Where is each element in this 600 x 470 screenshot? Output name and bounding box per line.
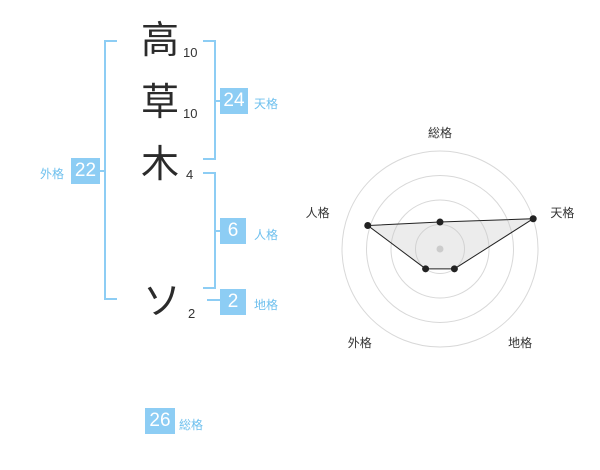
name-char-3: 木 — [141, 142, 180, 186]
gaikaku-label: 外格 — [40, 167, 65, 181]
stroke-count-3: 4 — [186, 167, 194, 182]
tenkaku-label: 天格 — [254, 97, 279, 111]
stroke-count-1: 10 — [183, 45, 198, 60]
radar-point-2 — [529, 215, 537, 223]
radar-polygon — [366, 218, 536, 270]
name-char-4: ソ — [143, 279, 182, 323]
radar-ring-3 — [366, 175, 514, 323]
radar-point-5 — [364, 222, 372, 230]
radar-center-point — [436, 245, 444, 253]
chikaku-label: 地格 — [254, 298, 279, 312]
radar-axis-label-3: 地格 — [508, 335, 532, 350]
radar-points — [364, 215, 537, 273]
tenkaku-badge: 24 — [220, 88, 248, 114]
radar-rings — [341, 150, 539, 348]
radar-point-4 — [422, 265, 430, 273]
radar-axis-label-2: 天格 — [550, 205, 574, 220]
radar-point-1 — [436, 218, 444, 226]
gaikaku-badge: 22 — [71, 158, 100, 184]
radar-axis-label-5: 人格 — [306, 205, 330, 220]
jinkaku-bracket-tick — [215, 230, 222, 232]
chikaku-bracket-tick — [207, 299, 222, 301]
radar-ring-4 — [341, 150, 539, 348]
jinkaku-label: 人格 — [254, 228, 279, 242]
gaikaku-bracket-tick — [97, 170, 105, 172]
stroke-count-4: 2 — [188, 306, 196, 321]
gaikaku-bracket — [104, 40, 117, 300]
radar-ring-2 — [390, 199, 490, 299]
radar-polygon-group — [366, 218, 536, 270]
tenkaku-bracket-tick — [215, 100, 222, 102]
radar-axis-label-1: 総格 — [428, 125, 452, 140]
name-char-1: 高 — [141, 18, 180, 62]
soukaku-label: 総格 — [179, 418, 204, 432]
radar-point-3 — [450, 265, 458, 273]
radar-axis-label-4: 外格 — [348, 335, 372, 350]
soukaku-badge: 26 — [145, 408, 175, 434]
stroke-count-2: 10 — [183, 106, 198, 121]
chikaku-badge: 2 — [220, 289, 246, 315]
jinkaku-badge: 6 — [220, 218, 246, 244]
name-char-2: 草 — [141, 80, 180, 124]
radar-ring-1 — [415, 224, 465, 274]
